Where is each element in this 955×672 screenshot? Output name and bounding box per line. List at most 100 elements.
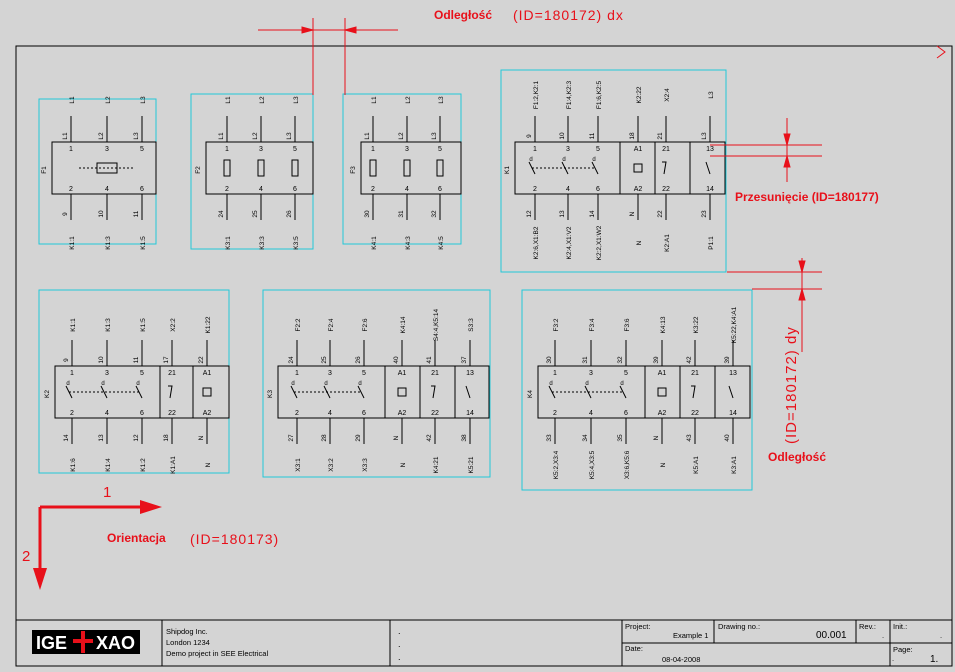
contact-mark-icon: d	[585, 381, 588, 387]
offset-arrow-bottom-icon	[783, 154, 791, 168]
terminal-top-number: 41	[426, 356, 433, 364]
terminal-top-number: L1	[62, 132, 69, 140]
terminal-bottom-ref: N	[205, 462, 212, 467]
terminal-top-ref: F1:6,K2:5	[596, 81, 603, 110]
terminal-bottom-number: N	[393, 435, 400, 440]
terminal-top-ref: L2	[259, 96, 266, 104]
terminal-top-number: 39	[653, 356, 660, 364]
main-contact-icon	[357, 385, 365, 399]
terminal-bottom-number: 24	[218, 210, 225, 218]
contact-bottom-number: 6	[596, 186, 600, 193]
fuse-icon	[223, 159, 231, 177]
terminal-top-number: 10	[559, 132, 566, 140]
terminal-bottom-number: 30	[364, 210, 371, 218]
terminal-bottom-number: 27	[288, 434, 295, 442]
contact-top-number: 5	[596, 146, 600, 153]
terminal-bottom-ref: K1:3	[105, 236, 112, 250]
terminal-top-ref: L1	[371, 96, 378, 104]
terminal-top-number: 22	[198, 356, 205, 364]
dx-arrow-right-icon	[343, 26, 357, 34]
component-body	[277, 365, 490, 419]
logo-left-text: IGE	[36, 633, 67, 653]
contact-mark-icon: d	[592, 157, 595, 163]
component-label: K1	[504, 166, 511, 174]
contact-bottom-number: 14	[466, 410, 474, 417]
terminal-top-ref: L2	[405, 96, 412, 104]
contact-bottom-number: 4	[328, 410, 332, 417]
contact-bottom-number: 22	[662, 186, 670, 193]
contact-top-number: A1	[398, 370, 407, 377]
contact-top-number: 21	[431, 370, 439, 377]
logo: IGE XAO	[32, 630, 140, 654]
component-body	[51, 141, 157, 195]
terminal-bottom-ref: K4:5	[438, 236, 445, 250]
contact-mark-icon: d	[620, 381, 623, 387]
terminal-top-number: 42	[686, 356, 693, 364]
contact-bottom-number: 4	[105, 410, 109, 417]
terminal-bottom-ref: K3:5	[293, 236, 300, 250]
contact-top-number: 3	[566, 146, 570, 153]
terminal-bottom-ref: N	[400, 462, 407, 467]
terminal-top-ref: F2:2	[295, 318, 302, 331]
contact-top-number: 1	[70, 370, 74, 377]
company-line-1: Shipdog Inc.	[166, 627, 208, 636]
edge-mark-icon	[936, 45, 946, 59]
contact-top-number: 5	[140, 370, 144, 377]
component-body	[360, 141, 462, 195]
distance-top-label: Odległość	[434, 8, 492, 22]
contact-mark-icon: d	[358, 381, 361, 387]
coil-icon	[657, 387, 667, 397]
terminal-bottom-ref: K5:21	[468, 456, 475, 473]
date-label: Date:	[625, 644, 643, 653]
terminal-top-number: 21	[657, 132, 664, 140]
contact-top-number: 13	[729, 370, 737, 377]
terminal-top-ref: L3	[708, 91, 715, 99]
terminal-top-ref: L3	[140, 96, 147, 104]
dot-3: .	[398, 652, 401, 662]
terminal-bottom-number: 40	[724, 434, 731, 442]
drawing-label: Drawing no.:	[718, 622, 760, 631]
terminal-bottom-ref: K2:6,X1:B2	[533, 226, 540, 259]
contact-bottom-number: 6	[624, 410, 628, 417]
terminal-top-ref: K2:22	[636, 86, 643, 103]
main-contact-icon	[100, 385, 108, 399]
init-label: Init.:	[893, 622, 907, 631]
terminal-top-number: 9	[63, 358, 70, 362]
terminal-top-number: L1	[218, 132, 225, 140]
page-value: 1.	[930, 654, 938, 665]
contact-bottom-number: 2	[69, 186, 73, 193]
component-label: F1	[41, 166, 48, 174]
contact-mark-icon: d	[66, 381, 69, 387]
contact-bottom-number: 2	[371, 186, 375, 193]
coil-icon	[397, 387, 407, 397]
orientation-arrow-down-icon	[33, 568, 47, 590]
terminal-top-ref: K1:5	[140, 318, 147, 332]
dy-arrow-top-icon	[798, 260, 806, 274]
component-k3: K3F2:2241227X3:1F2:4253428X3:2F2:6265629…	[262, 289, 491, 478]
terminal-bottom-ref: K4:3	[405, 236, 412, 250]
terminal-bottom-number: 12	[133, 434, 140, 442]
terminal-bottom-ref: X3:2	[328, 458, 335, 472]
contact-mark-icon: d	[529, 157, 532, 163]
terminal-bottom-number: 29	[355, 434, 362, 442]
terminal-bottom-ref: K4:1	[371, 236, 378, 250]
contact-bottom-number: 22	[431, 410, 439, 417]
dx-arrow-left-icon	[301, 26, 315, 34]
title-block	[16, 619, 952, 666]
terminal-bottom-number: 14	[589, 210, 596, 218]
contact-top-number: 21	[691, 370, 699, 377]
terminal-top-ref: K1:3	[105, 318, 112, 332]
terminal-top-ref: F1:2,K2:1	[533, 81, 540, 110]
contact-bottom-number: A2	[203, 410, 212, 417]
contact-top-number: 1	[371, 146, 375, 153]
orientation-id: (ID=180173)	[190, 531, 279, 547]
terminal-top-number: L2	[252, 132, 259, 140]
component-k2: K2K1:191214K1:6K1:3103413K1:4K1:5115612K…	[38, 289, 230, 474]
contact-mark-icon: d	[549, 381, 552, 387]
contact-top-number: 5	[293, 146, 297, 153]
terminal-top-ref: F3:4	[589, 318, 596, 331]
contact-top-number: 5	[140, 146, 144, 153]
rev-dot: .	[882, 631, 884, 640]
